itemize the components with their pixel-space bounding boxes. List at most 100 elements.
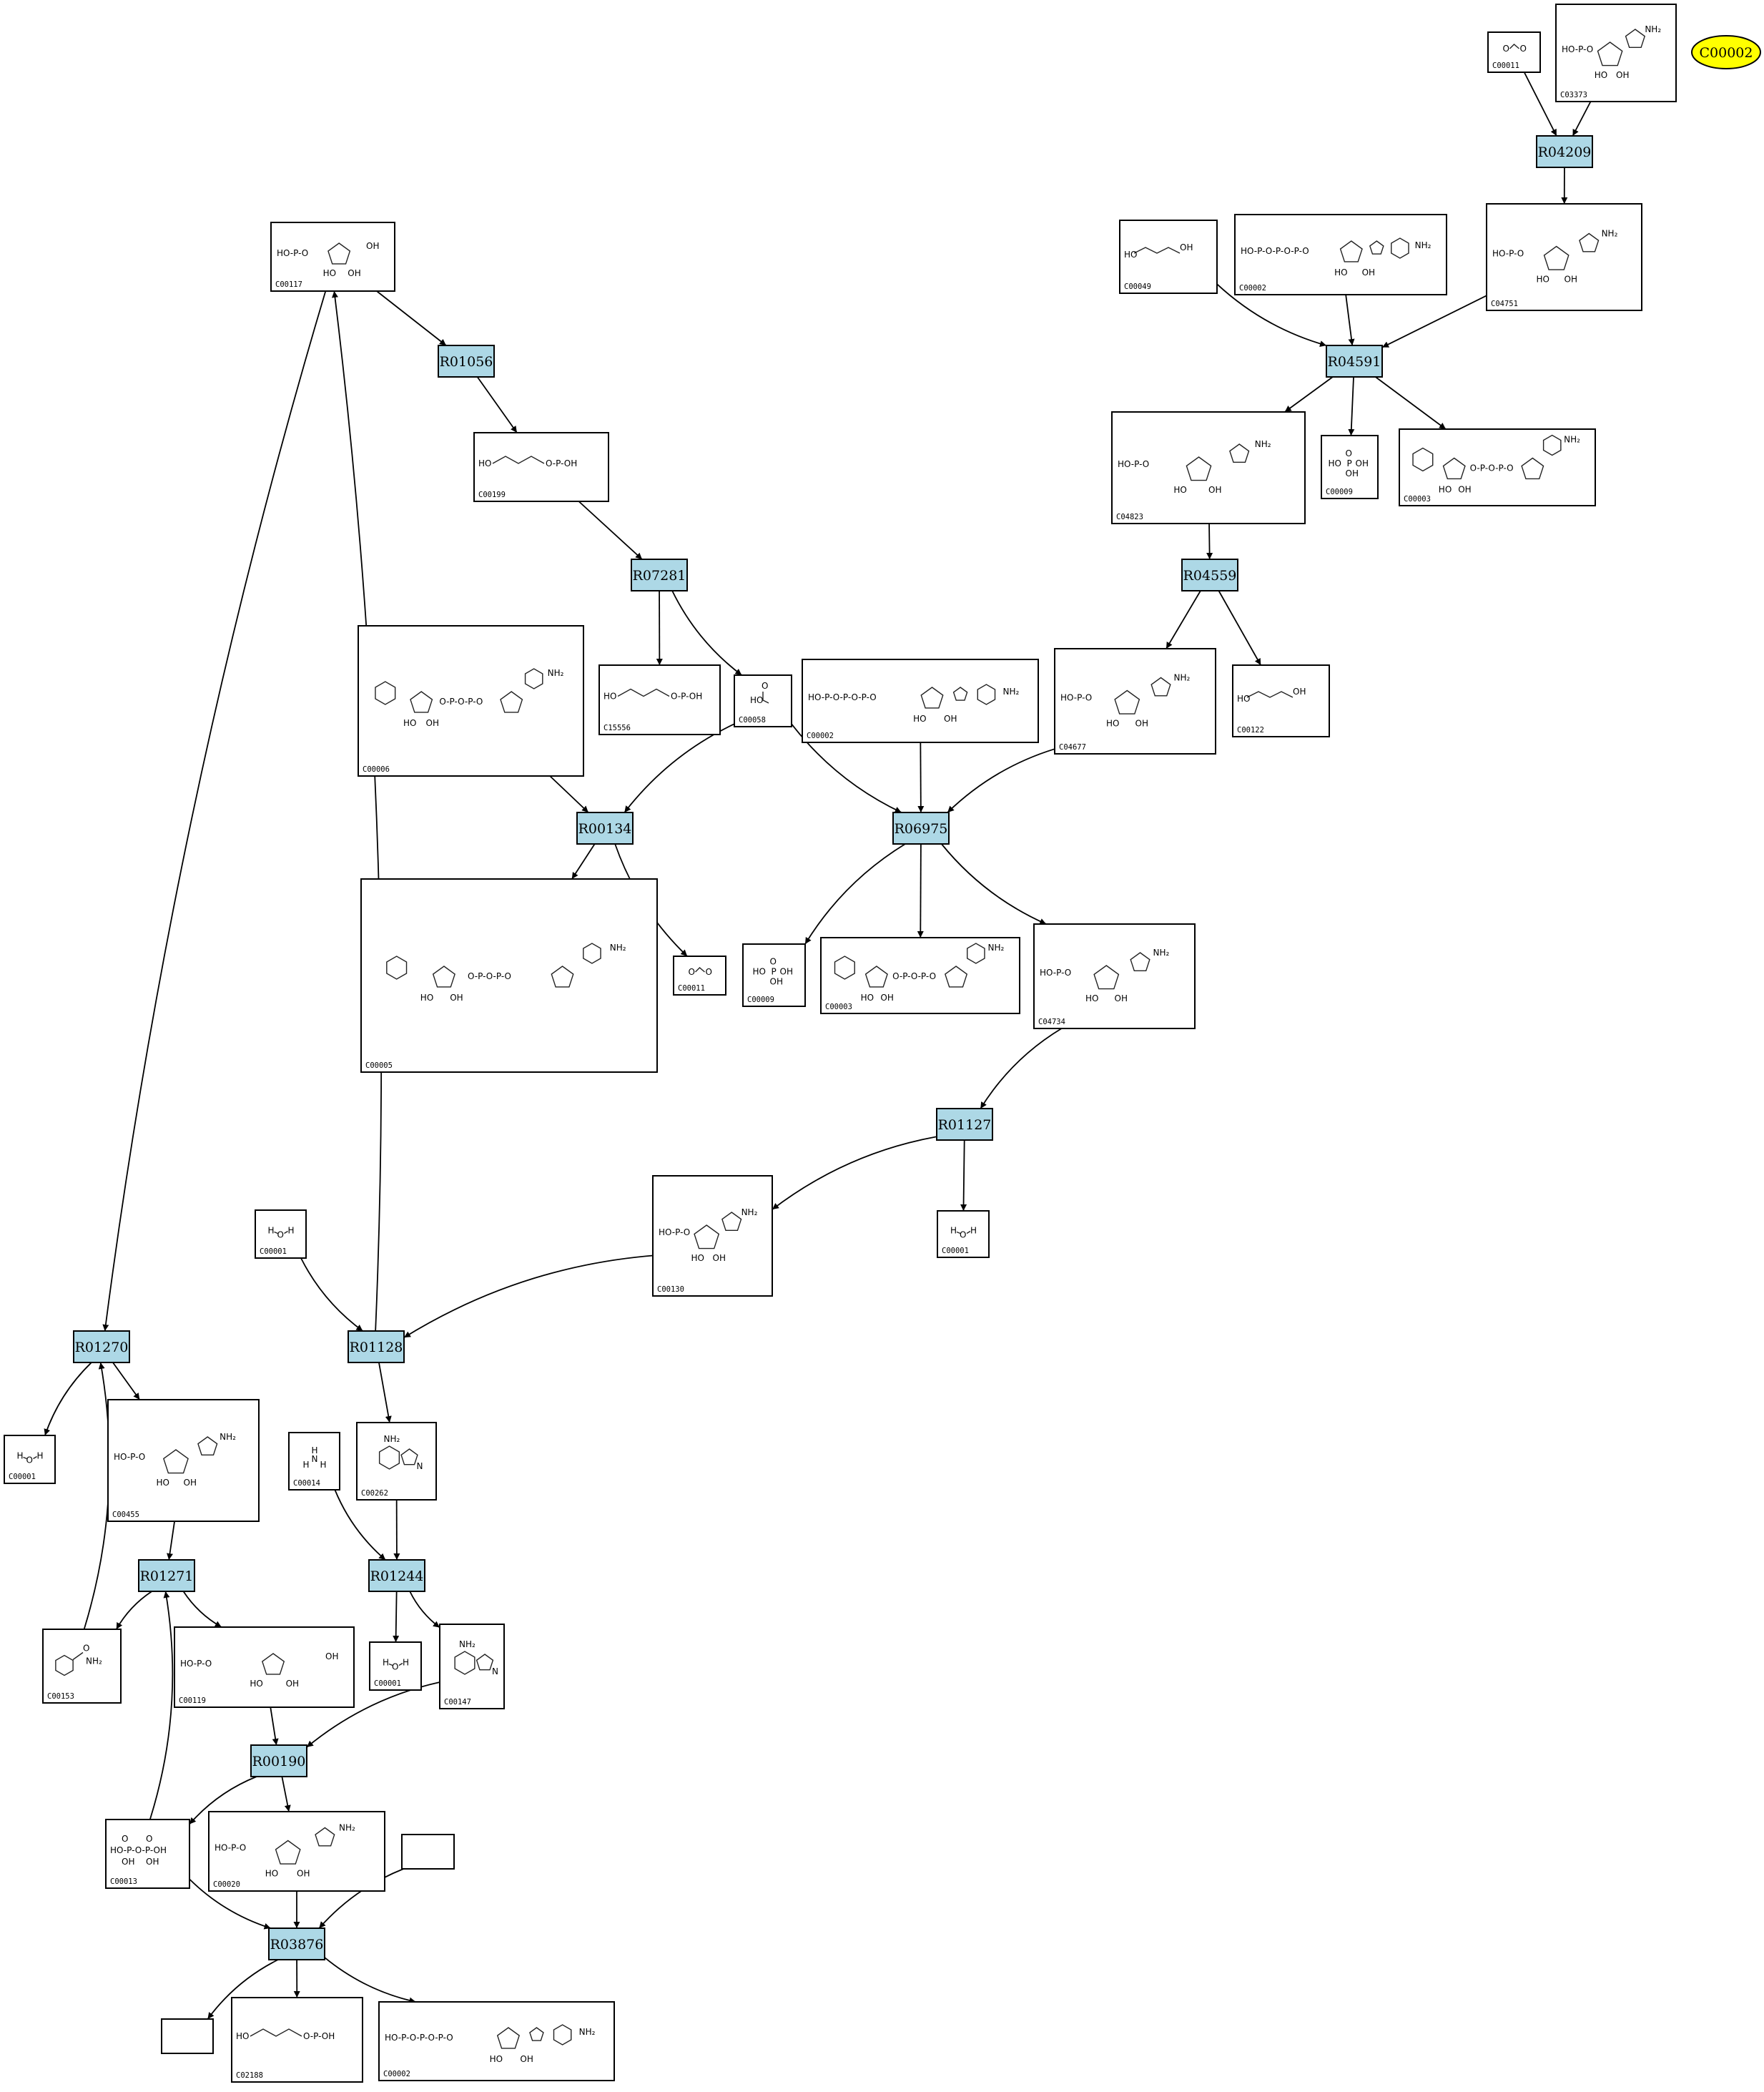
compound-box[interactable]: [107, 1399, 260, 1522]
compound-box[interactable]: [1234, 214, 1447, 295]
compound-box[interactable]: [358, 625, 584, 777]
reaction-box[interactable]: [936, 1108, 993, 1141]
compound-box[interactable]: [401, 1834, 455, 1870]
compound-box[interactable]: [270, 222, 395, 292]
compound-box[interactable]: [820, 937, 1020, 1014]
reaction-node[interactable]: R03876: [268, 1928, 325, 1960]
compound-box[interactable]: [378, 2001, 615, 2081]
compound-box[interactable]: [1119, 220, 1218, 294]
compound-box[interactable]: [1486, 203, 1642, 311]
compound-box[interactable]: [231, 1997, 363, 2083]
reaction-box[interactable]: [631, 559, 688, 591]
compound-box[interactable]: [1555, 4, 1677, 102]
reaction-box[interactable]: [268, 1928, 325, 1960]
reaction-box[interactable]: [138, 1559, 195, 1592]
compound-box[interactable]: [937, 1210, 990, 1258]
compound-box[interactable]: [652, 1175, 773, 1297]
reaction-box[interactable]: [576, 812, 634, 845]
reaction-node[interactable]: R07281: [631, 559, 688, 591]
compound-box[interactable]: [1487, 31, 1541, 73]
reaction-box[interactable]: [368, 1559, 425, 1592]
compound-box[interactable]: [742, 943, 806, 1007]
reaction-box[interactable]: [1326, 345, 1383, 378]
reaction-box[interactable]: [73, 1330, 130, 1363]
compound-box[interactable]: [1111, 411, 1306, 524]
reaction-box[interactable]: [438, 345, 495, 378]
compound-box[interactable]: [208, 1811, 385, 1892]
compound-box[interactable]: [1033, 923, 1196, 1029]
compound-box[interactable]: [1054, 648, 1216, 755]
compound-box[interactable]: [598, 664, 721, 735]
reaction-node[interactable]: R04559: [1181, 559, 1238, 591]
compound-box[interactable]: [369, 1641, 422, 1691]
compound-box[interactable]: [1399, 428, 1596, 506]
compound-box[interactable]: [473, 432, 609, 502]
reaction-box[interactable]: [348, 1330, 405, 1363]
reaction-node[interactable]: R04591: [1326, 345, 1383, 378]
compound-box[interactable]: [360, 878, 658, 1073]
reaction-node[interactable]: R01128: [348, 1330, 405, 1363]
compound-box[interactable]: [734, 674, 792, 727]
compound-box[interactable]: [802, 659, 1039, 743]
compound-box[interactable]: [1232, 664, 1330, 737]
reaction-box[interactable]: [892, 812, 950, 845]
reaction-node[interactable]: R01056: [438, 345, 495, 378]
compound-box[interactable]: [1321, 435, 1379, 499]
reaction-box[interactable]: [1536, 135, 1593, 168]
compound-box[interactable]: [439, 1624, 505, 1709]
reaction-node[interactable]: R01244: [368, 1559, 425, 1592]
reaction-node[interactable]: R01270: [73, 1330, 130, 1363]
compound-box[interactable]: [4, 1435, 56, 1484]
reaction-node[interactable]: R01127: [936, 1108, 993, 1141]
compound-node[interactable]: [401, 1834, 455, 1870]
reaction-box[interactable]: [250, 1744, 307, 1777]
reaction-node[interactable]: R01271: [138, 1559, 195, 1592]
compound-node[interactable]: [161, 2018, 214, 2054]
compound-box[interactable]: [105, 1819, 190, 1889]
compound-box[interactable]: [356, 1422, 437, 1501]
reaction-node[interactable]: R06975: [892, 812, 950, 845]
reaction-box[interactable]: [1181, 559, 1238, 591]
highlighted-compound[interactable]: C00002: [1691, 35, 1761, 69]
compound-box[interactable]: [255, 1209, 307, 1259]
compound-box[interactable]: [673, 956, 726, 996]
compound-box[interactable]: [161, 2018, 214, 2054]
reaction-node[interactable]: R00134: [576, 812, 634, 845]
reaction-node[interactable]: R00190: [250, 1744, 307, 1777]
highlight-ellipse[interactable]: [1691, 35, 1761, 69]
compound-box[interactable]: [288, 1432, 340, 1491]
